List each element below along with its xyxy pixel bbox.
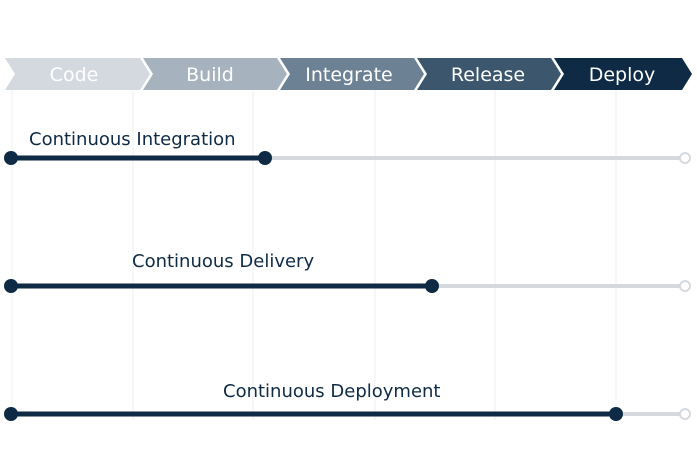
track-continuous-integration: Continuous Integration — [4, 129, 691, 165]
stage-build-label: Build — [186, 64, 234, 86]
stage-build-chevron — [143, 58, 287, 90]
track-ci-end-node — [679, 152, 691, 164]
stage-guides — [11, 88, 617, 420]
stage-code-label: Code — [50, 64, 99, 86]
stage-integrate-label: Integrate — [305, 64, 392, 86]
track-cd-progress-node — [425, 279, 439, 293]
track-cdep-progress-node — [609, 407, 623, 421]
stage-deploy: Deploy — [554, 58, 692, 90]
track-cdep-end-node — [679, 408, 691, 420]
track-ci-progress-node — [258, 151, 272, 165]
track-cd-label: Continuous Delivery — [132, 251, 314, 272]
track-cd-start-node — [4, 279, 18, 293]
stage-code-chevron — [5, 58, 150, 90]
stage-integrate-chevron — [280, 58, 424, 90]
pipeline-stages: Code Build Integrate Release Deploy — [5, 58, 692, 90]
stage-integrate: Integrate — [280, 58, 424, 90]
track-cdep-label: Continuous Deployment — [223, 381, 441, 402]
track-ci-start-node — [4, 151, 18, 165]
stage-deploy-label: Deploy — [589, 64, 656, 86]
stage-build: Build — [143, 58, 287, 90]
stage-deploy-chevron — [554, 58, 692, 90]
stage-release-chevron — [417, 58, 561, 90]
track-cd-end-node — [679, 280, 691, 292]
track-cdep-start-node — [4, 407, 18, 421]
stage-release-label: Release — [451, 64, 525, 86]
stage-release: Release — [417, 58, 561, 90]
track-continuous-deployment: Continuous Deployment — [4, 381, 691, 421]
track-continuous-delivery: Continuous Delivery — [4, 251, 691, 293]
track-ci-label: Continuous Integration — [29, 129, 236, 150]
stage-code: Code — [5, 58, 150, 90]
